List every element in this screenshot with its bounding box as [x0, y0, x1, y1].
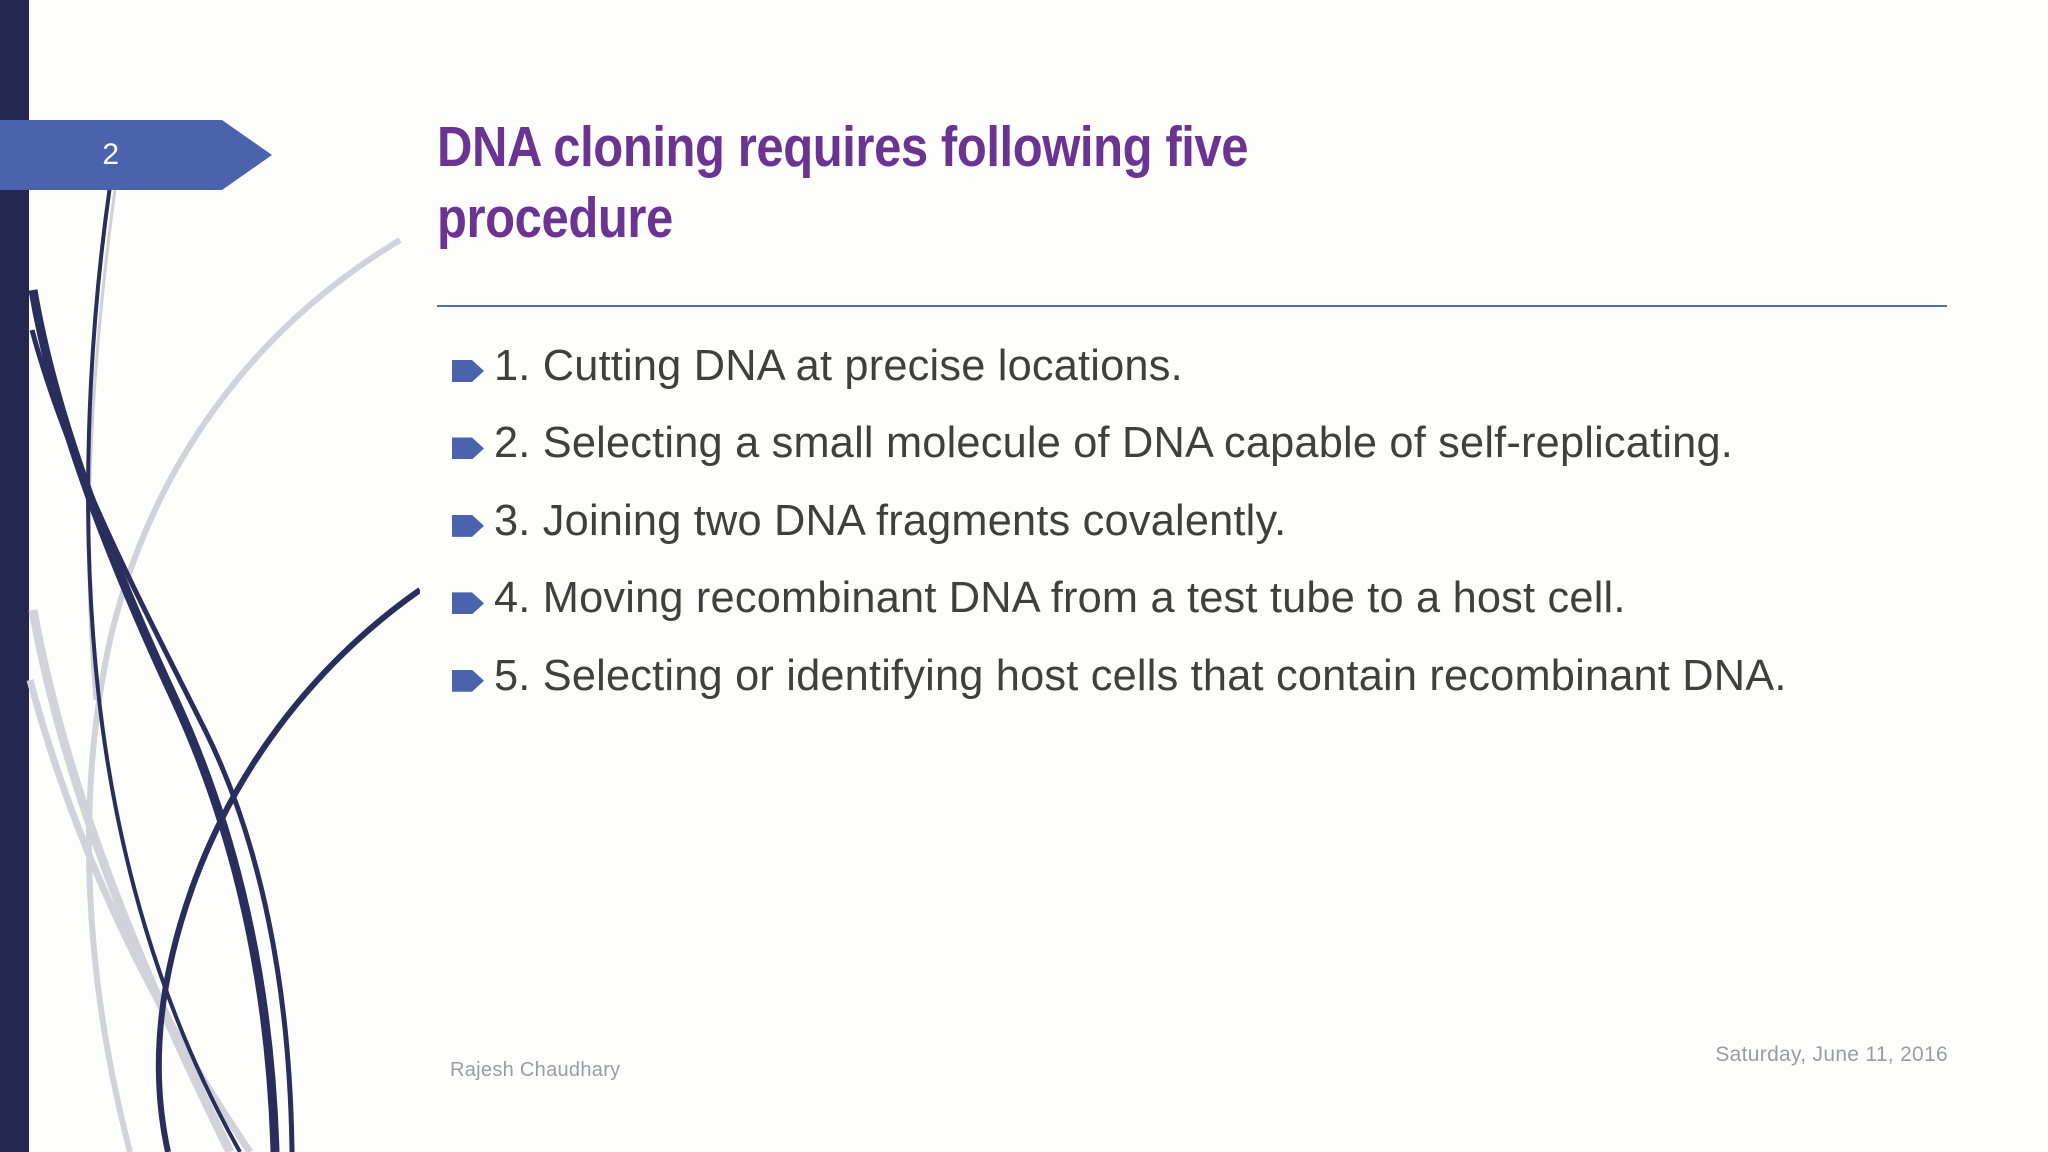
list-item-label: 4. Moving recombinant DNA from a test tu… [494, 573, 1626, 623]
slide-number-arrow-badge-icon [0, 120, 272, 190]
arrow-pentagon-bullet-icon [452, 592, 484, 615]
list-item: 4. Moving recombinant DNA from a test tu… [452, 570, 1952, 625]
arrow-pentagon-bullet-icon [452, 514, 484, 537]
slide-number-badge: 2 [0, 120, 272, 190]
page-title-line-2: procedure [437, 185, 673, 250]
slide-number-text: 2 [102, 138, 120, 171]
footer-author: Rajesh Chaudhary [450, 1059, 621, 1081]
list-item-label: 5. Selecting or identifying host cells t… [494, 650, 1787, 700]
page-title: DNA cloning requires following five proc… [437, 112, 1503, 253]
arrow-pentagon-bullet-icon [452, 669, 484, 692]
list-item: 2. Selecting a small molecule of DNA cap… [452, 415, 1952, 470]
title-divider [437, 305, 1947, 307]
list-item-label: 2. Selecting a small molecule of DNA cap… [494, 418, 1733, 468]
list-item-label: 1. Cutting DNA at precise locations. [494, 341, 1183, 390]
left-accent-bar [0, 0, 29, 1152]
arrow-pentagon-bullet-icon [452, 360, 484, 382]
list-item: 5. Selecting or identifying host cells t… [452, 648, 1952, 703]
list-item: 3. Joining two DNA fragments covalently. [452, 493, 1952, 548]
arrow-pentagon-bullet-icon [452, 437, 484, 460]
list-item-label: 3. Joining two DNA fragments covalently. [494, 495, 1287, 545]
bullet-list: 1. Cutting DNA at precise locations. 2. … [452, 338, 1952, 725]
footer-date: Saturday, June 11, 2016 [1715, 1043, 1948, 1066]
list-item: 1. Cutting DNA at precise locations. [452, 338, 1952, 393]
page-title-line-1: DNA cloning requires following five [437, 115, 1249, 179]
